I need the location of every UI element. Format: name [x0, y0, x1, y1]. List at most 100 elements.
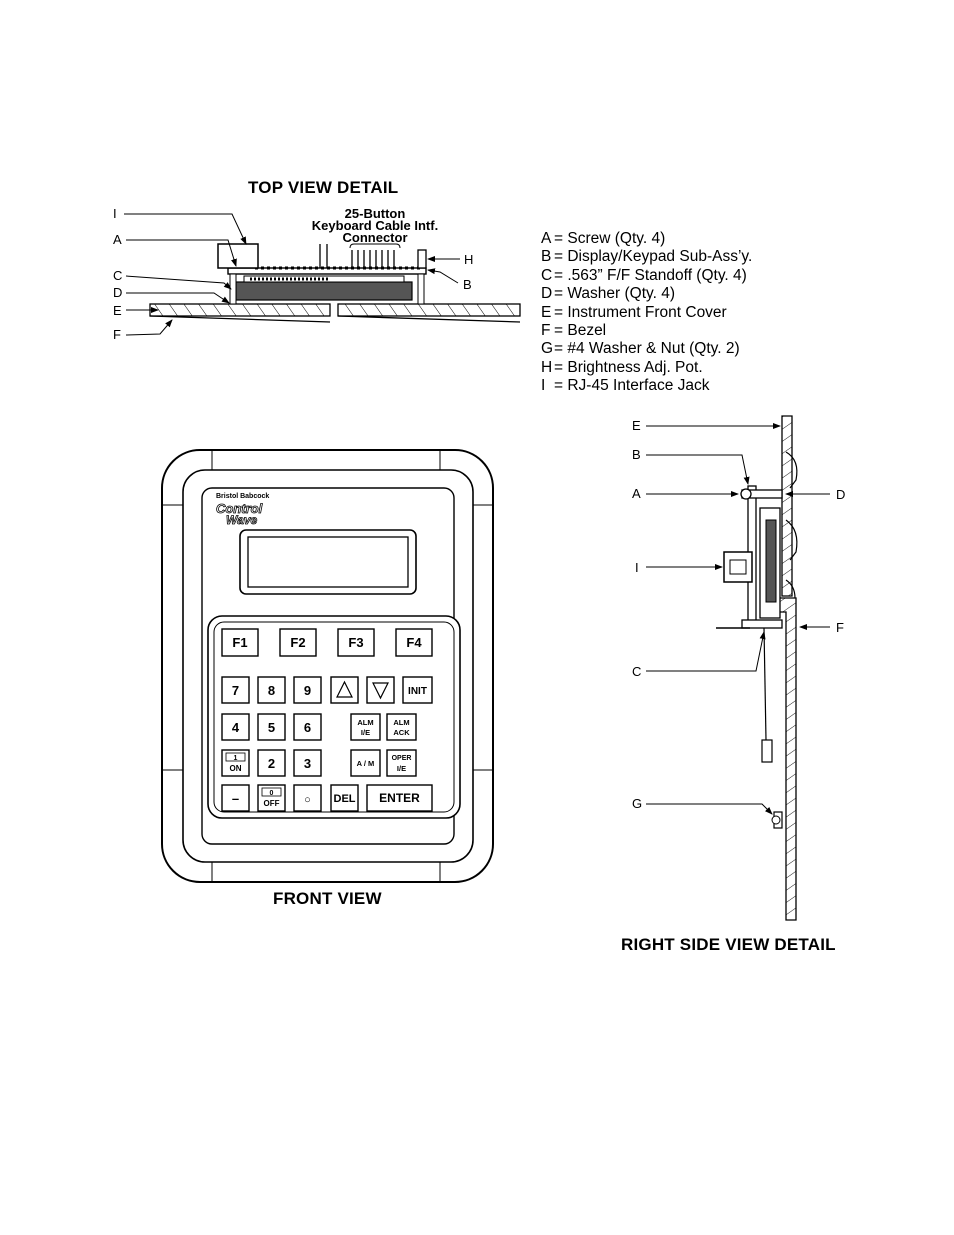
- connector-label-line: Keyboard Cable Intf.: [312, 218, 438, 233]
- brand-small: Bristol Babcock: [216, 493, 269, 500]
- key-4[interactable]: 4: [221, 713, 250, 741]
- legend-row: E= Instrument Front Cover: [541, 304, 752, 322]
- legend-key: F: [541, 322, 551, 340]
- svg-text:DEL: DEL: [334, 793, 356, 805]
- front-view-drawing: Bristol Babcock Control Wave F1 F2 F3 F4…: [161, 449, 494, 883]
- svg-text:F3: F3: [348, 635, 363, 650]
- side-callout-i: I: [635, 560, 639, 575]
- callout-i: I: [113, 206, 117, 221]
- decimal-key[interactable]: ○: [293, 784, 322, 812]
- side-view-title: RIGHT SIDE VIEW DETAIL: [621, 935, 836, 954]
- svg-text:ACK: ACK: [393, 728, 410, 737]
- svg-text:ON: ON: [230, 764, 242, 773]
- key-9[interactable]: 9: [293, 676, 322, 704]
- callout-h: H: [464, 252, 473, 267]
- legend-row: D= Washer (Qty. 4): [541, 285, 752, 303]
- top-view-drawing: 25-Button Keyboard Cable Intf. Connector: [113, 206, 521, 342]
- key-6[interactable]: 6: [293, 713, 322, 741]
- svg-text:0: 0: [270, 790, 274, 797]
- callout-a: A: [113, 232, 122, 247]
- f1-key[interactable]: F1: [221, 628, 259, 657]
- legend-text: = Display/Keypad Sub-Ass’y.: [554, 248, 753, 266]
- legend-text: = Brightness Adj. Pot.: [554, 358, 703, 376]
- down-arrow-key[interactable]: [366, 676, 395, 704]
- svg-text:8: 8: [268, 683, 275, 698]
- side-callout-a: A: [632, 486, 641, 501]
- up-arrow-key[interactable]: [330, 676, 359, 704]
- f4-key[interactable]: F4: [395, 628, 433, 657]
- legend-key: B: [541, 248, 552, 266]
- key-8[interactable]: 8: [257, 676, 286, 704]
- init-key[interactable]: INIT: [402, 676, 433, 704]
- legend-key: H: [541, 358, 553, 376]
- svg-text:F1: F1: [232, 635, 247, 650]
- f3-key[interactable]: F3: [337, 628, 375, 657]
- svg-text:3: 3: [304, 756, 311, 771]
- svg-text:1: 1: [234, 755, 238, 762]
- svg-text:OPER: OPER: [392, 755, 412, 762]
- side-callout-e: E: [632, 418, 641, 433]
- brand-name-2: Wave: [226, 513, 257, 527]
- legend-text: = Screw (Qty. 4): [554, 230, 666, 247]
- callout-d: D: [113, 285, 122, 300]
- svg-text:2: 2: [268, 756, 275, 771]
- minus-key[interactable]: –: [221, 784, 250, 812]
- on-key[interactable]: 1ON: [221, 749, 250, 777]
- legend-key: A: [541, 230, 552, 247]
- svg-text:ENTER: ENTER: [379, 791, 420, 805]
- svg-text:F4: F4: [406, 635, 422, 650]
- legend-row: F= Bezel: [541, 322, 752, 340]
- svg-text:–: –: [232, 791, 239, 806]
- svg-text:ALM: ALM: [357, 718, 373, 727]
- svg-text:A / M: A / M: [357, 759, 375, 768]
- side-callout-g: G: [632, 796, 642, 811]
- key-5[interactable]: 5: [257, 713, 286, 741]
- legend-row: G= #4 Washer & Nut (Qty. 2): [541, 340, 752, 358]
- f2-key[interactable]: F2: [279, 628, 317, 657]
- svg-text:OFF: OFF: [264, 799, 280, 808]
- legend-key: E: [541, 303, 552, 321]
- svg-text:I/E: I/E: [361, 728, 370, 737]
- legend-row: H= Brightness Adj. Pot.: [541, 359, 752, 377]
- legend-text: = Washer (Qty. 4): [554, 285, 676, 303]
- side-callout-b: B: [632, 447, 641, 462]
- key-7[interactable]: 7: [221, 676, 250, 704]
- legend-text: = .563” F/F Standoff (Qty. 4): [554, 266, 747, 284]
- legend-row: A= Screw (Qty. 4): [541, 230, 752, 248]
- legend-text: = Bezel: [554, 322, 607, 340]
- front-view-title: FRONT VIEW: [273, 889, 382, 908]
- svg-text:INIT: INIT: [408, 686, 427, 697]
- svg-text:7: 7: [232, 683, 239, 698]
- parts-legend: A= Screw (Qty. 4) B= Display/Keypad Sub-…: [541, 230, 752, 396]
- legend-key: I: [541, 377, 546, 395]
- legend-key: G: [541, 340, 554, 358]
- connector-label-line: Connector: [343, 230, 408, 245]
- legend-text: = RJ-45 Interface Jack: [554, 377, 710, 395]
- triangle-down-icon: [372, 682, 389, 700]
- lcd-display: [247, 536, 409, 588]
- triangle-up-icon: [336, 680, 353, 698]
- svg-text:4: 4: [232, 720, 240, 735]
- del-key[interactable]: DEL: [330, 784, 359, 812]
- side-callout-d: D: [836, 487, 845, 502]
- callout-b: B: [463, 277, 472, 292]
- connector-label-line: 25-Button: [345, 206, 406, 221]
- svg-text:6: 6: [304, 720, 311, 735]
- svg-text:ALM: ALM: [393, 718, 409, 727]
- svg-text:5: 5: [268, 720, 275, 735]
- brand-name-1: Control: [216, 501, 263, 516]
- svg-text:○: ○: [304, 794, 311, 806]
- auto-manual-key[interactable]: A / M: [350, 749, 381, 777]
- legend-key: C: [541, 266, 553, 284]
- key-3[interactable]: 3: [293, 749, 322, 777]
- callout-f: F: [113, 327, 121, 342]
- callout-c: C: [113, 268, 122, 283]
- key-2[interactable]: 2: [257, 749, 286, 777]
- enter-key[interactable]: ENTER: [366, 784, 433, 812]
- legend-text: = Instrument Front Cover: [554, 303, 727, 321]
